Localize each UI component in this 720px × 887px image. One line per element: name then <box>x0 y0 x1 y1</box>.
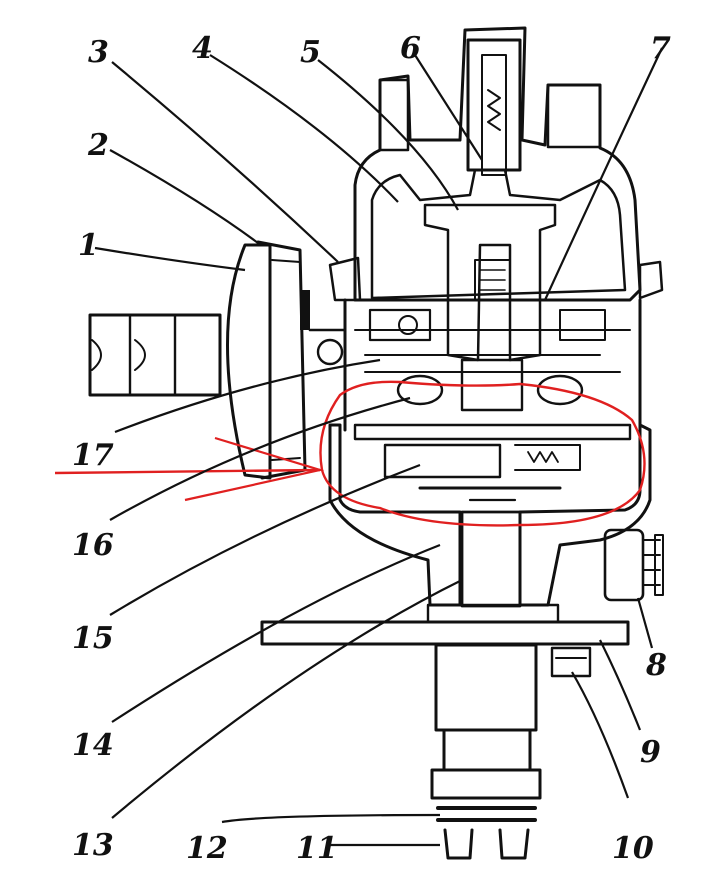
leader-lines <box>94 47 663 847</box>
label-1: 1 <box>78 228 99 263</box>
label-15: 15 <box>72 621 114 656</box>
label-13: 13 <box>72 828 114 863</box>
label-10: 10 <box>612 831 654 866</box>
label-6: 6 <box>400 31 421 66</box>
mounting-plate <box>260 603 630 678</box>
label-9: 9 <box>640 735 661 770</box>
rotor <box>423 203 557 362</box>
label-5: 5 <box>300 35 321 70</box>
drive-shank <box>430 643 542 860</box>
housing <box>316 298 664 608</box>
label-8: 8 <box>645 648 667 683</box>
part-labels: 1 2 3 4 5 6 7 8 9 10 11 12 13 14 15 16 1… <box>72 31 671 866</box>
label-7: 7 <box>650 31 671 66</box>
label-14: 14 <box>72 728 114 763</box>
label-2: 2 <box>87 128 109 163</box>
label-12: 12 <box>186 831 228 866</box>
distributor-cap <box>328 26 664 302</box>
label-11: 11 <box>296 831 338 866</box>
label-3: 3 <box>88 35 109 70</box>
label-17: 17 <box>72 438 114 473</box>
label-16: 16 <box>72 528 114 563</box>
red-annotation <box>54 380 646 527</box>
vacuum-regulator <box>88 240 347 480</box>
label-4: 4 <box>192 31 213 66</box>
